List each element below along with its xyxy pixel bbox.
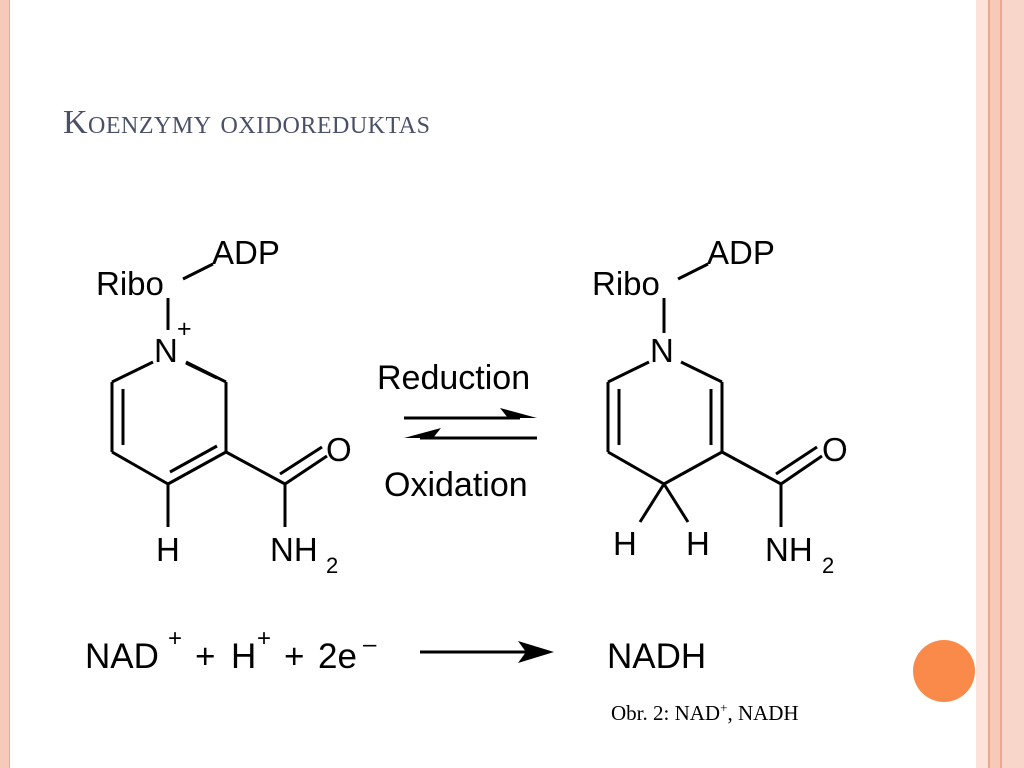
nadh-ribo-label: Ribo (592, 265, 660, 302)
c3-carbonyl-bond (225, 450, 286, 486)
reduction-label: Reduction (377, 359, 530, 397)
figure-caption: Obr. 2: NAD+, NADH (611, 700, 799, 726)
equation-proton: H (231, 637, 256, 676)
oxidation-arrow-head (404, 428, 441, 438)
left-frame-border (0, 0, 10, 768)
slide-title: Koenzymy oxidoreduktas (63, 104, 431, 141)
oxidation-label: Oxidation (384, 466, 528, 504)
nad-ribo-label: Ribo (96, 265, 164, 302)
equation-plus-2: + (284, 637, 304, 676)
nadh-ring-bond-c5-c4 (607, 450, 665, 486)
nadh-hydrogen-left-label: H (613, 525, 637, 562)
nadh-amide-subscript: 2 (822, 553, 834, 578)
nadh-amide-label: NH (765, 531, 813, 568)
equation-nadh: NADH (607, 637, 706, 676)
nadh-ring-bond-n-c6 (607, 360, 650, 384)
ring-bond-c4-c3-double (169, 444, 218, 474)
reduction-arrow-head (500, 408, 537, 418)
nadh-ring-bond-c4-c3 (663, 450, 723, 486)
nad-adp-label: ADP (212, 234, 280, 271)
nadh-c4-h-right-bond (662, 483, 690, 523)
carbonyl-o-bond (284, 454, 328, 486)
ring-bond-n-c6 (111, 360, 154, 384)
nad-oxygen-label: O (326, 431, 352, 468)
carbonyl-o-double (279, 445, 323, 476)
nad-amide-label: NH (270, 531, 318, 568)
nadh-oxygen-label: O (822, 431, 848, 468)
nadh-hydrogen-right-label: H (686, 525, 710, 562)
ring-bond-c5-c4 (111, 450, 169, 486)
caption-suffix: , NADH (727, 701, 799, 725)
right-frame-border (976, 0, 1024, 768)
decorative-orange-circle (913, 640, 975, 702)
equation-plus-1: + (195, 637, 215, 676)
nadh-nitrogen-label: N (650, 332, 674, 369)
caption-prefix: Obr. 2: NAD (611, 701, 721, 725)
ribo-adp-bond-left (182, 262, 214, 281)
equation-electrons: 2e (318, 637, 357, 676)
nad-nitrogen-label: N (154, 332, 178, 369)
ring-bond-c2-n-double (185, 361, 218, 380)
caption-superscript: + (720, 700, 728, 715)
nad-charge-label: + (177, 315, 192, 343)
equation-proton-charge: + (257, 625, 271, 652)
nad-hydrogen-label: H (156, 531, 180, 568)
nadh-ring-bond-c2-n (680, 360, 723, 384)
nadh-c4-h-left-bond (638, 483, 666, 523)
nadh-carbonyl-o-double (775, 445, 818, 476)
equation-arrow-head (518, 641, 554, 663)
nadh-adp-label: ADP (707, 234, 775, 271)
nadh-carbonyl-o-bond (780, 454, 823, 486)
nad-amide-subscript: 2 (326, 553, 338, 578)
equation-electrons-charge: – (363, 631, 377, 658)
equation-nad: NAD (85, 637, 159, 676)
ribo-adp-bond-right (677, 262, 709, 281)
nadh-c3-carbonyl-bond (721, 450, 782, 486)
equation-nad-charge: + (168, 625, 182, 652)
ring-bond-c4-c3 (167, 450, 227, 486)
